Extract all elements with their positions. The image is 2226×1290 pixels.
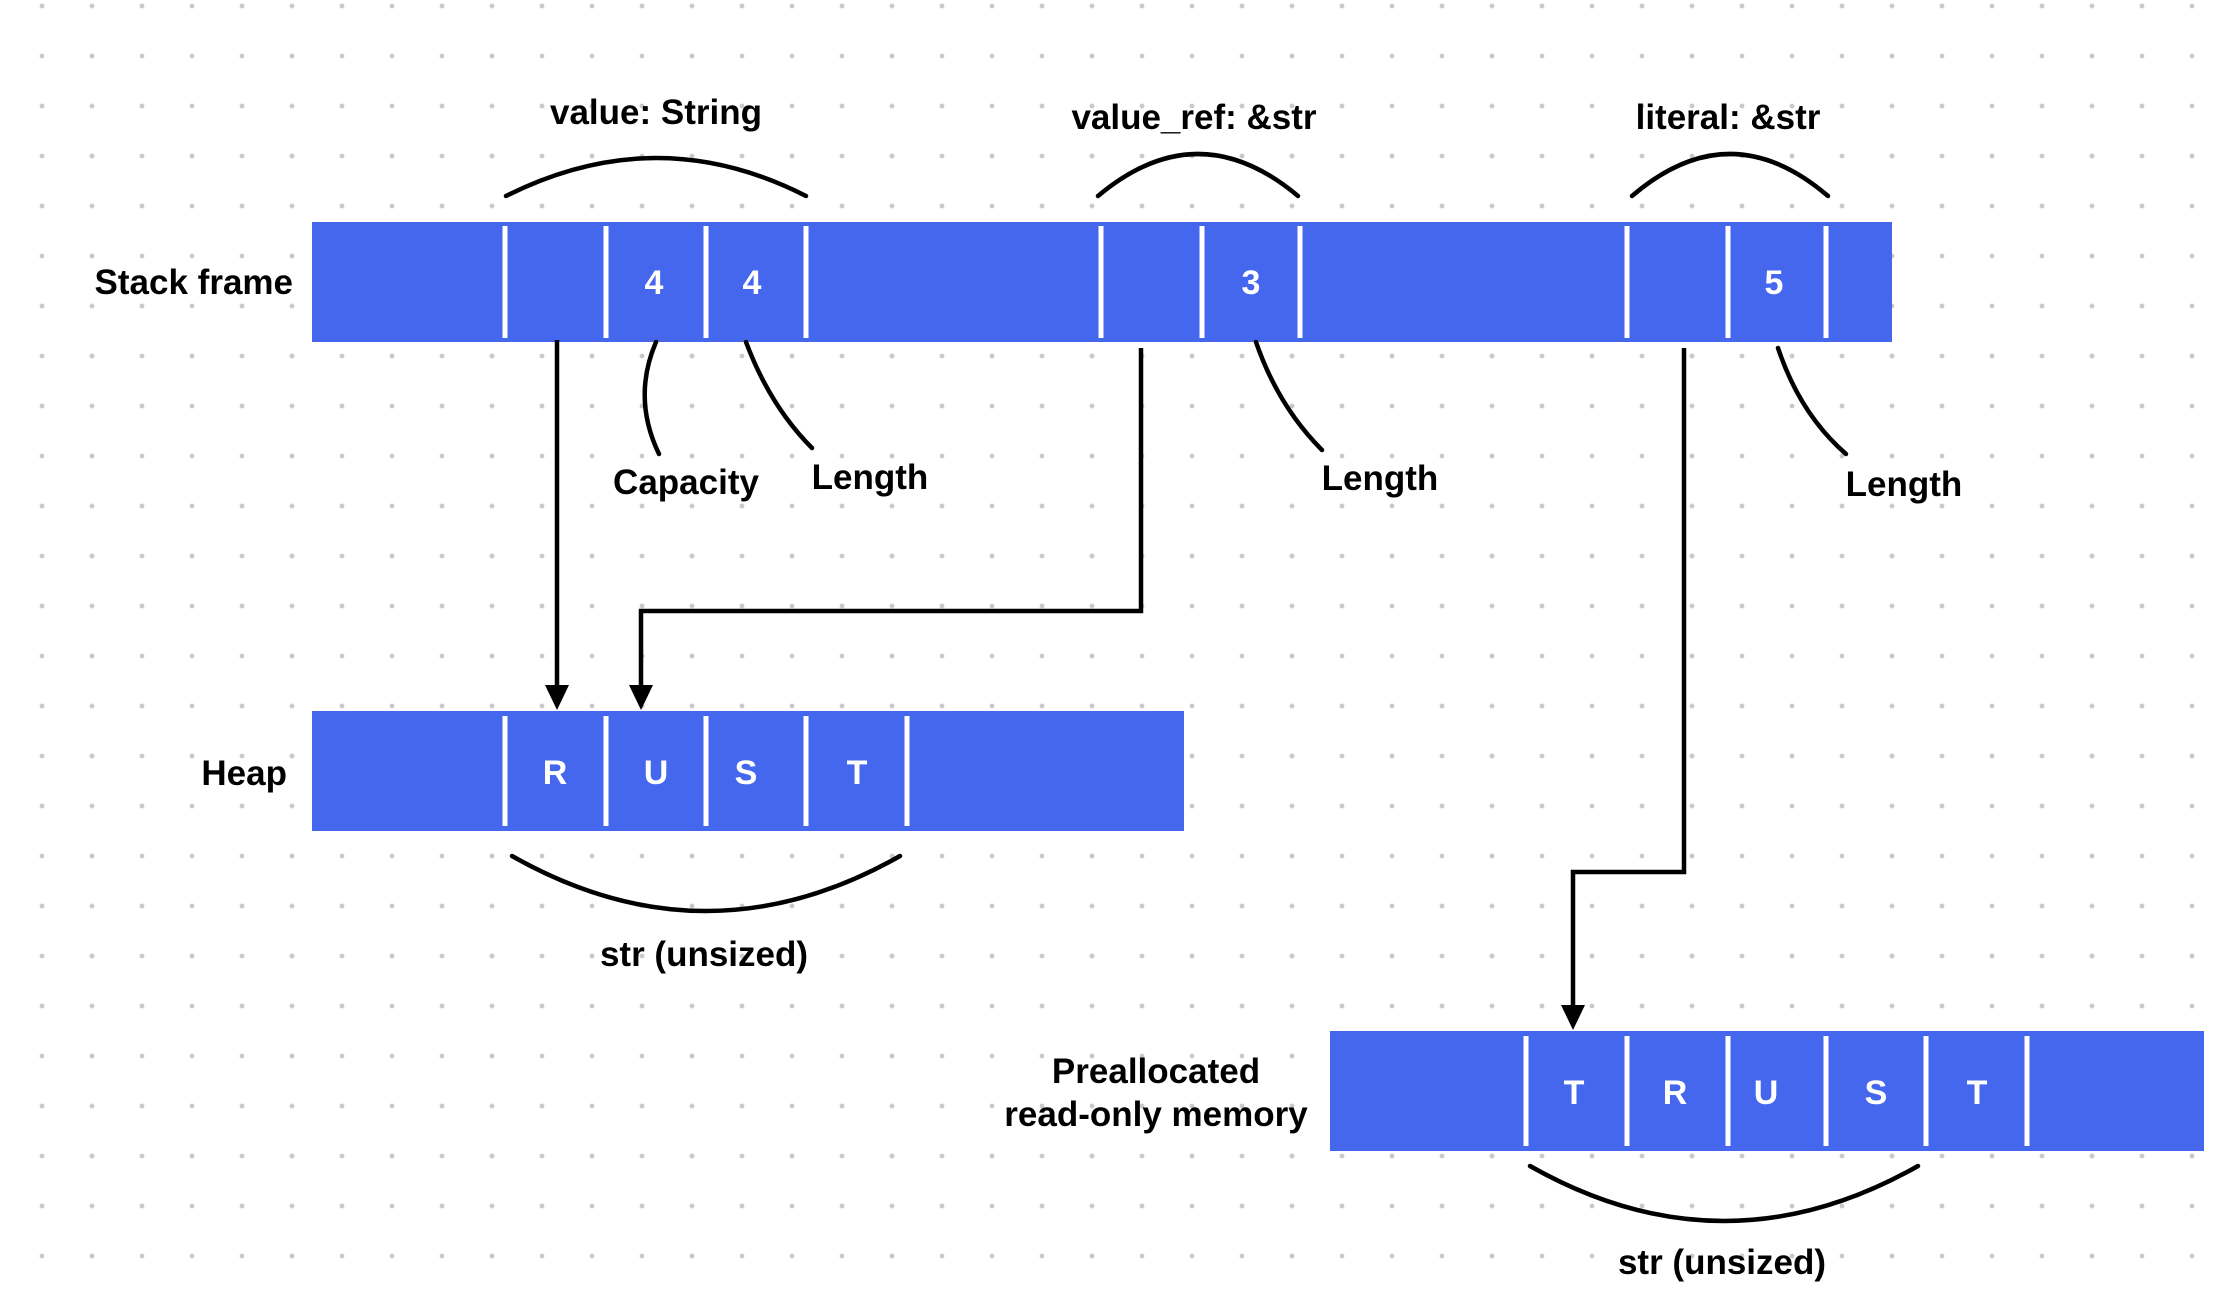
rodata-char-cell: U: [1754, 1074, 1779, 1112]
stack-frame-label: Stack frame: [95, 263, 293, 302]
heap-str-label: str (unsized): [600, 935, 808, 974]
value-capacity-cell: 4: [645, 264, 664, 302]
literal-brace: [1629, 151, 1831, 199]
literal-length-cell: 5: [1765, 264, 1784, 302]
stack-frame: 4 4 3 5: [312, 222, 1892, 342]
heap-bar: [312, 711, 1184, 831]
heap-char-cell: U: [644, 754, 669, 792]
value-ref-length-label: Length: [1322, 459, 1439, 498]
rodata-char-cell: T: [1564, 1074, 1585, 1112]
rodata-char-cell: S: [1865, 1074, 1888, 1112]
capacity-leader: [642, 339, 662, 457]
value-ref-length-leader: [1253, 339, 1325, 453]
heap-str-brace: [509, 853, 903, 914]
value-ref-variable-label: value_ref: &str: [1071, 98, 1316, 137]
value-length-label: Length: [812, 458, 929, 497]
literal-length-label: Length: [1846, 465, 1963, 504]
arrowhead-icon: [1561, 1005, 1585, 1030]
readonly-memory-bar: [1330, 1031, 2204, 1151]
rodata-str-brace: [1527, 1163, 1921, 1224]
literal-variable-label: literal: &str: [1636, 98, 1821, 137]
readonly-memory-label-line1: Preallocated: [1052, 1052, 1260, 1091]
readonly-memory-label-line2: read-only memory: [1004, 1095, 1308, 1134]
heap-char-cell: R: [543, 754, 568, 792]
value-length-cell: 4: [743, 264, 762, 302]
capacity-label: Capacity: [613, 463, 759, 502]
value-ref-ptr-arrow: [629, 348, 1144, 710]
value-brace: [503, 155, 809, 199]
heap-label: Heap: [201, 754, 287, 793]
arrowhead-icon: [629, 685, 653, 710]
value-variable-label: value: String: [550, 93, 762, 132]
heap-char-cell: S: [735, 754, 758, 792]
value-ref-length-cell: 3: [1242, 264, 1261, 302]
value-ref-brace: [1095, 151, 1301, 199]
heap: R U S T: [312, 711, 1184, 831]
value-ptr-arrow: [545, 340, 569, 710]
rodata-char-cell: T: [1967, 1074, 1988, 1112]
rodata-char-cell: R: [1663, 1074, 1688, 1112]
readonly-memory: T R U S T: [1330, 1031, 2204, 1151]
rodata-str-label: str (unsized): [1618, 1243, 1826, 1282]
value-length-leader: [743, 339, 815, 451]
heap-char-cell: T: [847, 754, 868, 792]
arrowhead-icon: [545, 685, 569, 710]
literal-ptr-arrow: [1561, 348, 1687, 1030]
literal-length-leader: [1775, 345, 1849, 457]
